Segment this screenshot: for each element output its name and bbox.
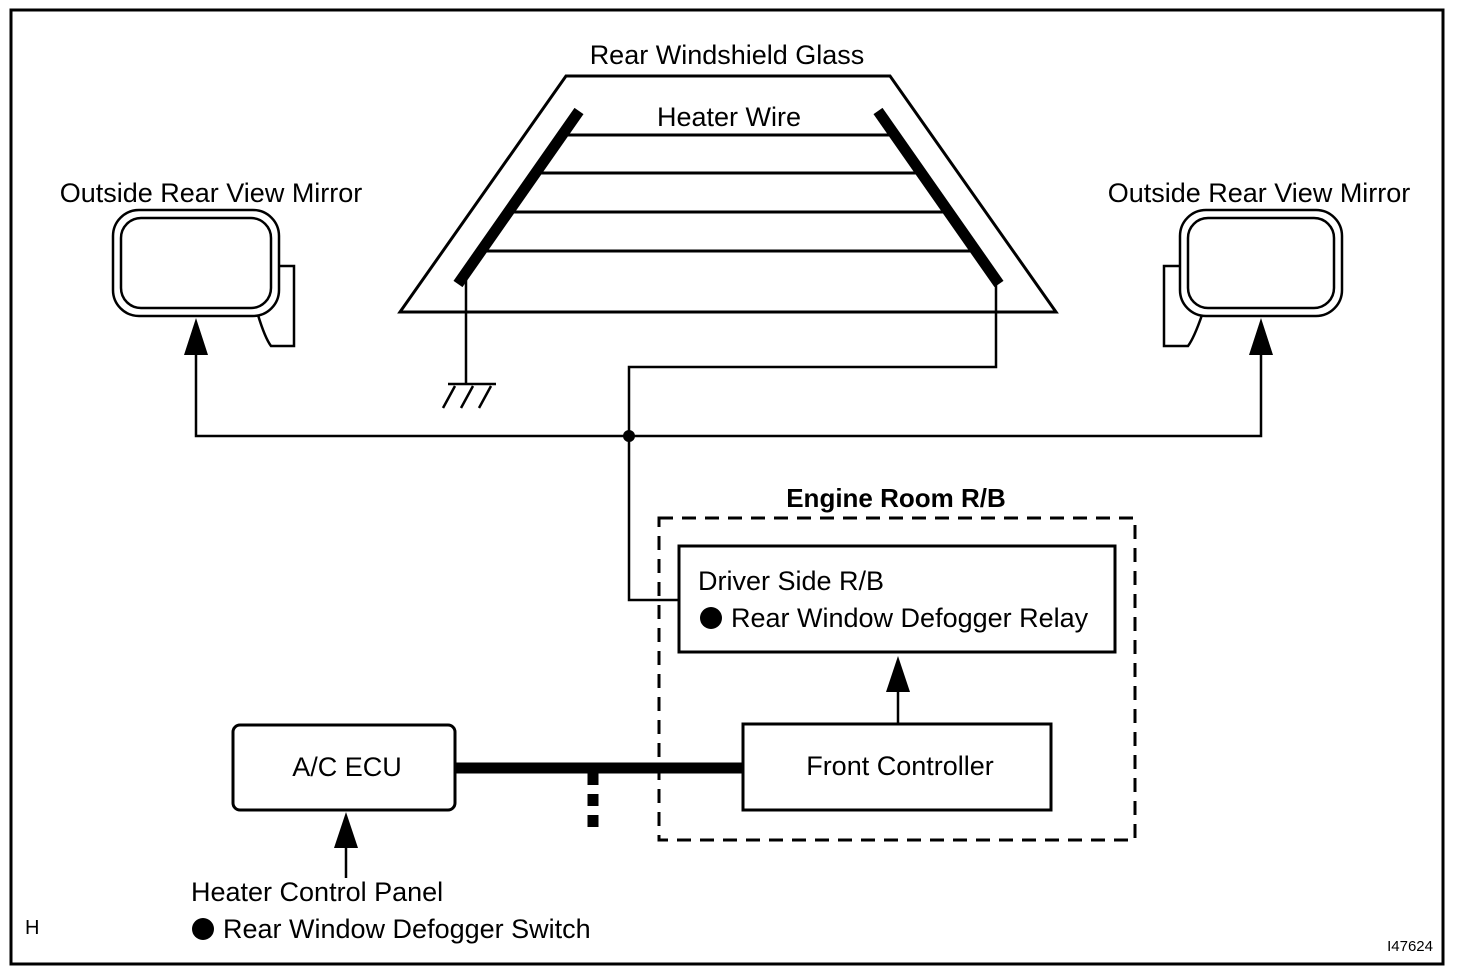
mirror-right	[1162, 208, 1344, 348]
wiring	[194, 282, 1263, 878]
driver-side-rb-label: Driver Side R/B	[698, 566, 884, 596]
switch-bullet	[192, 918, 214, 940]
corner-code: H	[25, 917, 39, 939]
relay-bullet	[700, 607, 722, 629]
outer-frame	[9, 8, 1445, 966]
rear-window-defogger-switch-label: Rear Window Defogger Switch	[223, 914, 591, 944]
wire-defogger-feed	[627, 282, 998, 602]
rear-windshield-glass-label: Rear Windshield Glass	[590, 40, 865, 70]
arrow-relay	[886, 656, 910, 692]
heater-control-panel-label: Heater Control Panel	[191, 877, 443, 907]
ac-ecu-label: A/C ECU	[292, 752, 402, 782]
engine-room-rb-label: Engine Room R/B	[786, 483, 1006, 513]
rear-window-defogger-relay-label: Rear Window Defogger Relay	[731, 603, 1089, 633]
mirror-left	[111, 208, 296, 348]
wire-mirror-feed	[194, 348, 1263, 438]
rear-windshield-glass	[397, 74, 1059, 314]
bus-bar-right	[873, 107, 1004, 288]
bus-bar-left	[453, 107, 584, 288]
mirror-left-label: Outside Rear View Mirror	[60, 178, 363, 208]
heater-wire-lines	[484, 133, 973, 253]
figure-id: I47624	[1387, 938, 1433, 955]
mirror-right-label: Outside Rear View Mirror	[1108, 178, 1411, 208]
arrow-ac-ecu	[334, 812, 358, 848]
driver-side-rb-box	[677, 544, 1117, 654]
ground-symbol	[441, 280, 496, 409]
arrow-right-mirror	[1249, 318, 1273, 355]
heater-wire-label: Heater Wire	[657, 102, 801, 132]
front-controller-label: Front Controller	[806, 751, 994, 781]
junction-dot	[623, 430, 635, 442]
engine-room-rb-box	[657, 516, 1137, 842]
arrow-left-mirror	[184, 318, 208, 355]
